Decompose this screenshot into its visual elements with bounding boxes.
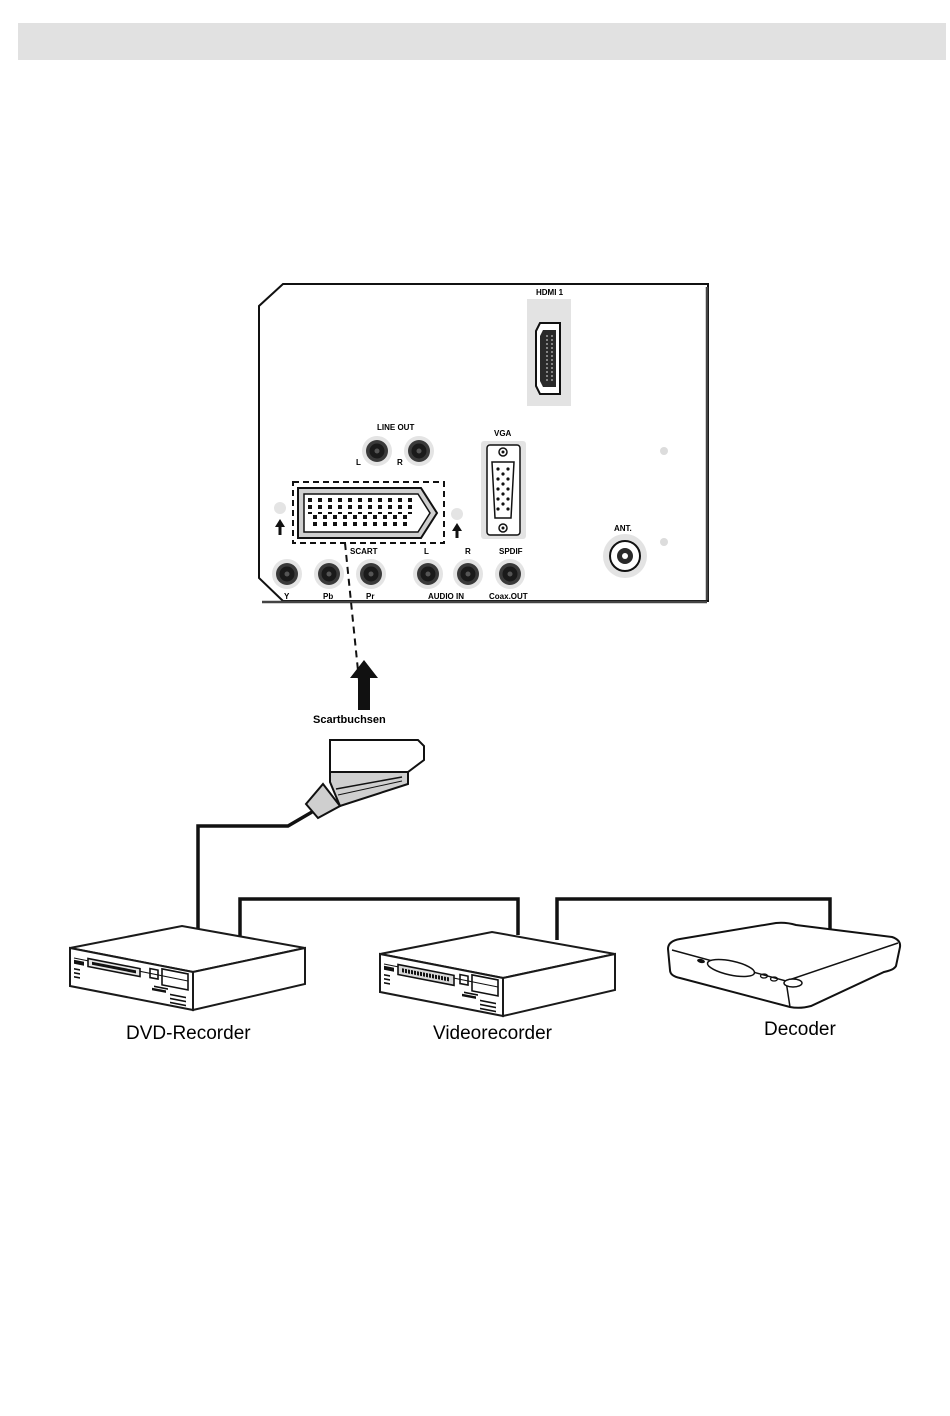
line-out-left-label: L bbox=[356, 458, 361, 467]
coax-out-label: Coax.OUT bbox=[489, 592, 528, 601]
audio-in-label: AUDIO IN bbox=[428, 592, 464, 601]
dvd-recorder bbox=[70, 926, 305, 1010]
cables bbox=[198, 812, 830, 940]
y-jack bbox=[272, 559, 302, 589]
line-out-label: LINE OUT bbox=[377, 423, 414, 432]
antenna-socket bbox=[603, 534, 647, 578]
audio-l-label: L bbox=[424, 547, 429, 556]
audio-in-right-jack bbox=[453, 559, 483, 589]
videorecorder-label: Videorecorder bbox=[433, 1023, 553, 1044]
indicator-dot bbox=[660, 447, 668, 455]
coax-out-jack bbox=[495, 559, 525, 589]
pb-jack bbox=[314, 559, 344, 589]
dvd-recorder-label: DVD-Recorder bbox=[126, 1023, 251, 1044]
vga-label: VGA bbox=[494, 429, 512, 438]
line-out-right-jack bbox=[404, 436, 434, 466]
pr-label: Pr bbox=[366, 592, 374, 601]
y-label: Y bbox=[284, 592, 290, 601]
indicator-dot bbox=[274, 502, 286, 514]
ant-label: ANT. bbox=[614, 524, 632, 533]
hdmi-label: HDMI 1 bbox=[536, 288, 564, 297]
pr-jack bbox=[356, 559, 386, 589]
vga-port bbox=[481, 441, 526, 539]
hdmi-port bbox=[527, 299, 571, 406]
scart-socket bbox=[293, 482, 444, 543]
audio-r-label: R bbox=[465, 547, 471, 556]
decoder bbox=[668, 923, 900, 1008]
line-out-right-label: R bbox=[397, 458, 403, 467]
connector-label: Scartbuchsen bbox=[313, 714, 386, 726]
audio-in-left-jack bbox=[413, 559, 443, 589]
insert-arrow-icon bbox=[350, 660, 378, 710]
spdif-label: SPDIF bbox=[499, 547, 523, 556]
decoder-label: Decoder bbox=[764, 1019, 836, 1040]
indicator-dot bbox=[451, 508, 463, 520]
pb-label: Pb bbox=[323, 592, 333, 601]
indicator-dot bbox=[660, 538, 668, 546]
videorecorder bbox=[380, 932, 615, 1016]
line-out-left-jack bbox=[362, 436, 392, 466]
scart-label: SCART bbox=[350, 547, 378, 556]
scart-plug bbox=[306, 740, 424, 818]
